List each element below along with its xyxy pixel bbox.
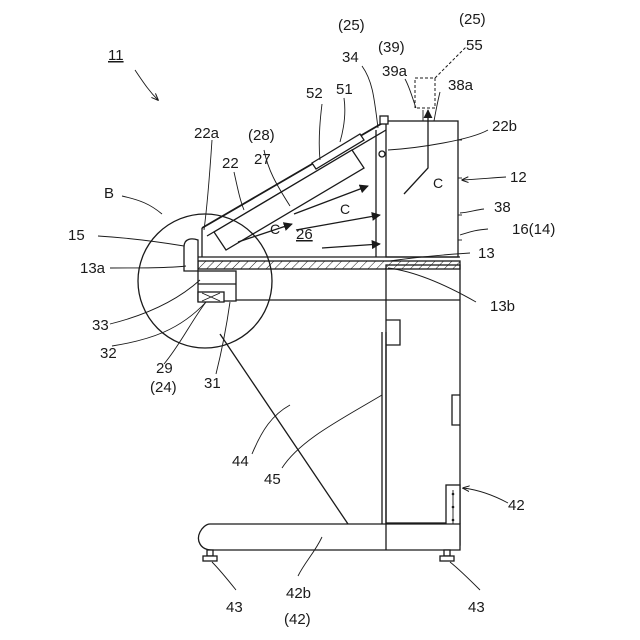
label-25-top: (25) — [459, 11, 486, 28]
label-13a: 13a — [80, 260, 106, 277]
label-43-left: 43 — [226, 599, 243, 616]
label-51: 51 — [336, 81, 353, 98]
label-11: 11 — [108, 47, 124, 64]
label-c-left: C — [270, 221, 280, 237]
label-34: 34 — [342, 49, 359, 66]
label-45: 45 — [264, 471, 281, 488]
label-38: 38 — [494, 199, 511, 216]
label-33: 33 — [92, 317, 109, 334]
label-39a: 39a — [382, 63, 408, 80]
label-42: 42 — [508, 497, 525, 514]
counter-top-13 — [198, 261, 460, 269]
label-42p: (42) — [284, 611, 311, 628]
label-26: 26 — [296, 226, 313, 243]
label-13b: 13b — [490, 298, 515, 315]
label-16: 16(14) — [512, 221, 555, 238]
label-39p: (39) — [378, 39, 405, 56]
label-22b: 22b — [492, 118, 517, 135]
lower-body — [386, 265, 460, 523]
label-15: 15 — [68, 227, 85, 244]
label-55: 55 — [466, 37, 483, 54]
label-c-mid: C — [340, 201, 350, 217]
label-28p: (28) — [248, 127, 275, 144]
label-31: 31 — [204, 375, 221, 392]
label-29: 29 — [156, 360, 173, 377]
label-38a: 38a — [448, 77, 474, 94]
label-24p: (24) — [150, 379, 177, 396]
label-27: 27 — [254, 151, 271, 168]
label-52: 52 — [306, 85, 323, 102]
label-22a: 22a — [194, 125, 220, 142]
label-32: 32 — [100, 345, 117, 362]
label-c-top: C — [433, 175, 443, 191]
label-42b: 42b — [286, 585, 311, 602]
label-13: 13 — [478, 245, 495, 262]
label-44: 44 — [232, 453, 249, 470]
upper-box-38 — [386, 121, 458, 257]
label-25b: (25) — [338, 17, 365, 34]
label-12: 12 — [510, 169, 527, 186]
slanted-housing — [202, 116, 388, 257]
label-22: 22 — [222, 155, 239, 172]
component-55 — [415, 78, 435, 108]
label-43-right: 43 — [468, 599, 485, 616]
label-b: B — [104, 185, 114, 202]
